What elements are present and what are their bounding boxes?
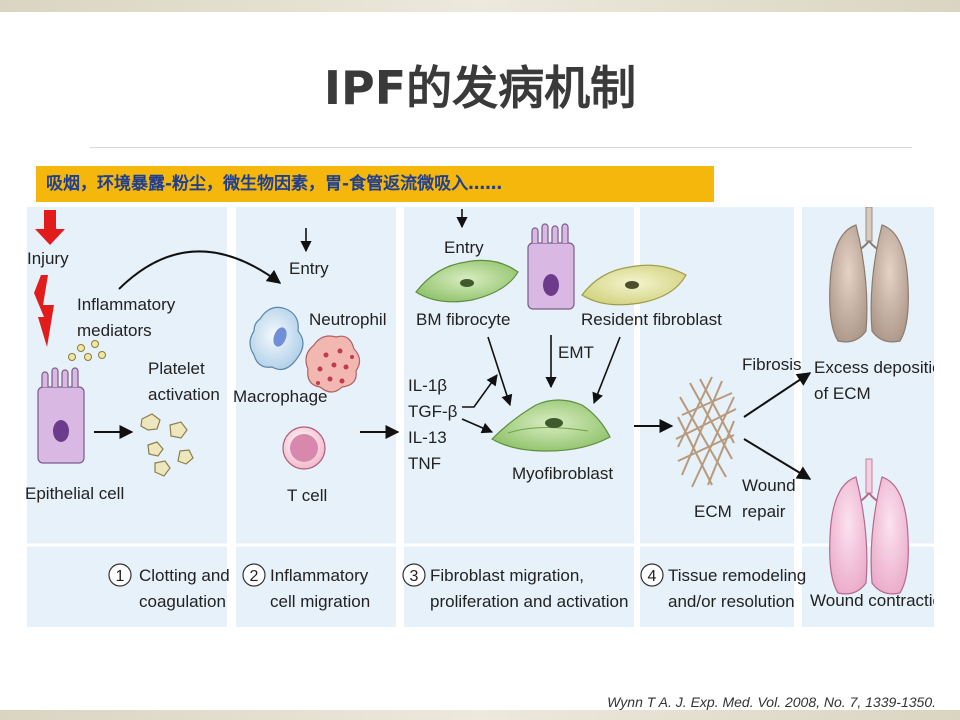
emt-label: EMT (558, 343, 594, 362)
stage-1-line1: Clotting and (139, 566, 230, 585)
stage-3-line2: proliferation and activation (430, 592, 628, 611)
top-decorative-bar (0, 0, 960, 12)
myofibroblast-label: Myofibroblast (512, 464, 613, 483)
stage-3-number: 3 (410, 568, 419, 585)
entry-label-2: Entry (289, 259, 329, 278)
panel-outcome (802, 207, 934, 627)
mediator-entry-arrow (118, 250, 282, 290)
stage-4-number: 4 (648, 568, 657, 585)
bottom-decorative-bar (0, 710, 960, 720)
neutrophil-label: Neutrophil (309, 310, 387, 329)
stage-2-line2: cell migration (270, 592, 370, 611)
stage-2-caption: 2 Inflammatory cell migration (242, 563, 370, 611)
citation: Wynn T A. J. Exp. Med. Vol. 2008, No. 7,… (607, 694, 936, 710)
arrow-resident-to-myofibroblast (592, 336, 621, 405)
arrow-to-fibrosis (743, 372, 812, 418)
arrow-fibrocyte-to-myofibroblast (487, 336, 513, 407)
title-divider (90, 147, 912, 148)
of-ecm-label: of ECM (814, 384, 871, 403)
stage-2-number: 2 (250, 568, 259, 585)
fibrotic-lungs-icon (829, 206, 909, 343)
injury-arrow-icon (35, 210, 65, 245)
cytokine-il1b: IL-1β (408, 376, 447, 395)
ecm-fibers-icon (675, 376, 737, 488)
stage-3-line1: Fibroblast migration, (430, 566, 584, 585)
stage-1-number: 1 (116, 568, 125, 585)
stage-1-line2: coagulation (139, 592, 226, 611)
fibrosis-label: Fibrosis (742, 355, 802, 374)
stage-3-caption: 3 Fibroblast migration, proliferation an… (402, 563, 628, 611)
stage-2-line1: Inflammatory (270, 566, 369, 585)
ecm-label: ECM (694, 502, 732, 521)
risk-factor-banner: 吸烟，环境暴露-粉尘，微生物因素，胃-食管返流微吸入…… (36, 166, 714, 202)
arrow-to-wound-repair (743, 438, 812, 480)
entry-label-3: Entry (444, 238, 484, 257)
wound-label: Wound (742, 476, 796, 495)
epithelial-cell-label: Epithelial cell (25, 484, 124, 503)
epithelial-cell-icon (37, 367, 85, 464)
emt-epithelial-cell-icon (527, 223, 575, 310)
stage-4-caption: 4 Tissue remodeling and/or resolution (640, 563, 806, 611)
platelet-cluster-icon (140, 413, 194, 477)
stage-4-line2: and/or resolution (668, 592, 795, 611)
cytokine-arrow-right (461, 418, 494, 434)
panel-inflammation (236, 207, 396, 627)
mediator-dots-icon (68, 340, 106, 361)
excess-deposition-label: Excess deposition (814, 358, 934, 377)
macrophage-label: Macrophage (233, 387, 328, 406)
resident-fibroblast-icon (581, 264, 687, 306)
t-cell-label: T cell (287, 486, 327, 505)
t-cell-icon (282, 426, 326, 470)
activation-label: activation (148, 385, 220, 404)
lightning-bolt-icon (34, 275, 54, 347)
bm-fibrocyte-icon (415, 259, 519, 303)
cytokine-arrow-up (462, 374, 498, 408)
neutrophil-icon (305, 335, 361, 393)
bm-fibrocyte-label: BM fibrocyte (416, 310, 510, 329)
healthy-lungs-icon (829, 458, 909, 595)
cytokine-list: IL-1β TGF-β IL-13 TNF (408, 376, 458, 473)
platelet-label: Platelet (148, 359, 205, 378)
myofibroblast-icon (491, 399, 611, 452)
mediators-label: mediators (77, 321, 152, 340)
cytokine-il13: IL-13 (408, 428, 447, 447)
stage-4-line1: Tissue remodeling (668, 566, 806, 585)
wound-contraction-label: Wound contraction (810, 591, 934, 610)
repair-label: repair (742, 502, 786, 521)
stage-1-caption: 1 Clotting and coagulation (108, 563, 230, 611)
cytokine-tnf: TNF (408, 454, 441, 473)
resident-fibroblast-label: Resident fibroblast (581, 310, 722, 329)
slide-title: IPF的发病机制 (323, 61, 637, 115)
macrophage-icon (249, 306, 304, 370)
injury-label: Injury (27, 249, 69, 268)
cytokine-tgfb: TGF-β (408, 402, 458, 421)
inflammatory-label: Inflammatory (77, 295, 176, 314)
ipf-pathogenesis-figure: Injury Inflammatory mediators Epithelial… (22, 206, 951, 627)
pathogenesis-diagram: Injury Inflammatory mediators Epithelial… (22, 206, 951, 627)
